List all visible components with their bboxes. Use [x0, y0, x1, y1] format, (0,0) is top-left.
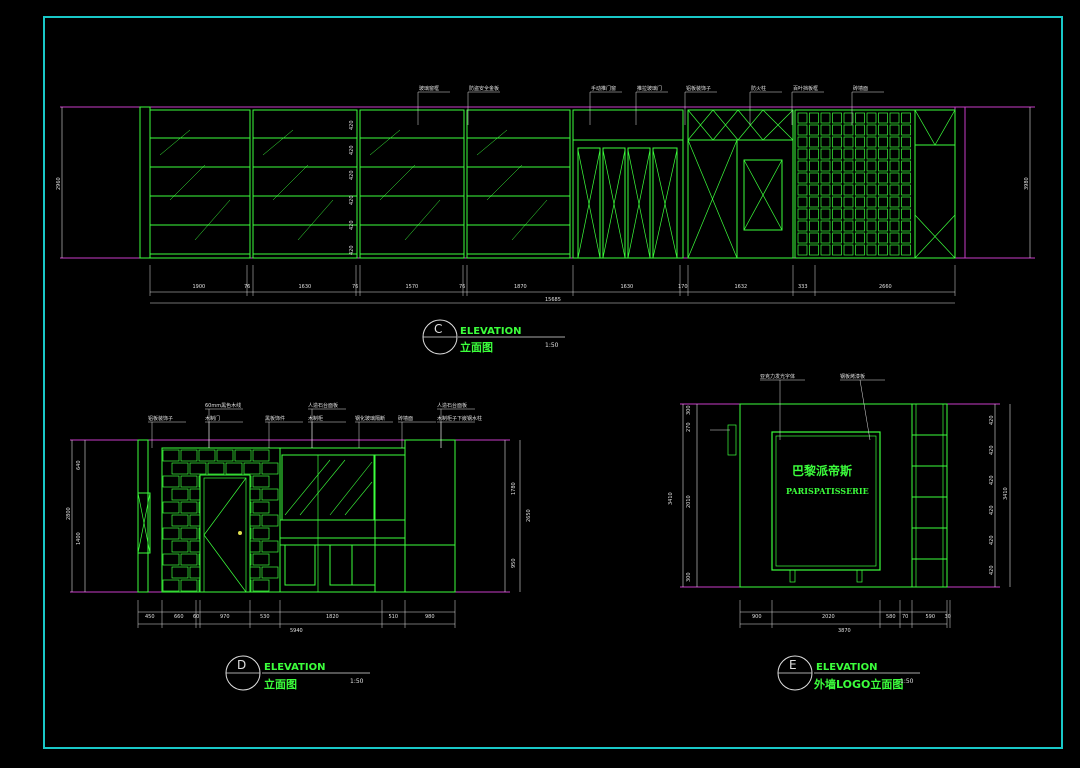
c-panel-dim: 420 [349, 245, 355, 255]
d-title-en: ELEVATION [264, 662, 325, 673]
e-callout-label: 亚克力发光字体 [760, 373, 795, 380]
d-callout-label: 砖墙面 [398, 415, 413, 422]
c-dim-value: 1632 [735, 284, 748, 290]
c-callout-label: 玻璃窗框 [419, 85, 439, 92]
e-dim-value: 70 [902, 614, 908, 620]
e-title-en: ELEVATION [816, 662, 877, 673]
e-letter: E [789, 658, 797, 672]
c-height-right: 3980 [1024, 177, 1030, 190]
d-callout-label: 黑板饰件 [265, 415, 285, 422]
c-title-en: ELEVATION [460, 326, 521, 337]
e-height-right: 3410 [1003, 487, 1009, 500]
e-height-left: 300 [686, 572, 692, 582]
d-height-right: 950 [511, 558, 517, 568]
elevation-d: 640 2800 1400 1780 2650 950 [66, 402, 532, 691]
e-scale: 1:50 [900, 678, 914, 685]
e-dim-value: 900 [752, 614, 762, 620]
e-height-left: 270 [686, 422, 692, 432]
e-logo-cn: 巴黎派帝斯 [792, 463, 852, 478]
e-height-right: 420 [989, 505, 995, 515]
c-callout-label: 百叶挡板框 [793, 85, 818, 92]
e-height-left: 2010 [686, 495, 692, 508]
c-dim-value: 1630 [299, 284, 312, 290]
c-panel-dim: 420 [349, 120, 355, 130]
e-height-left: 300 [686, 405, 692, 415]
d-dim-value: 970 [220, 614, 230, 620]
d-dim-value: 510 [389, 614, 399, 620]
e-title-cn: 外墙LOGO立面图 [813, 677, 903, 691]
e-logo-en: PARISPATISSERIE [786, 486, 869, 496]
e-height-right: 420 [989, 475, 995, 485]
d-dim-value: 530 [260, 614, 270, 620]
c-callout-label: 防火柱 [751, 85, 766, 92]
d-callout-label: 木制柜子下嵌钢水柱 [437, 415, 482, 422]
e-callout-label: 钢板烤漆板 [840, 373, 865, 380]
c-letter: C [434, 322, 442, 336]
c-dim-value: 76 [459, 284, 465, 290]
c-dim-value: 76 [352, 284, 358, 290]
e-dim-value: 580 [886, 614, 896, 620]
c-callout-label: 砖墙面 [853, 85, 868, 92]
e-height-right: 420 [989, 535, 995, 545]
c-scale: 1:50 [545, 342, 559, 349]
c-callout-label: 推拉玻璃门 [637, 85, 662, 92]
c-dim-value: 1870 [514, 284, 527, 290]
d-dim-value: 450 [145, 614, 155, 620]
d-callout-label: 铝板装饰子 [148, 415, 173, 422]
e-height-right: 420 [989, 445, 995, 455]
d-height-right: 2650 [526, 509, 532, 522]
e-height-left: 3410 [668, 492, 674, 505]
c-callout-label: 手动推门窗 [591, 85, 616, 92]
d-title-cn: 立面图 [264, 677, 297, 691]
d-scale: 1:50 [350, 678, 364, 685]
d-height-left: 1400 [76, 532, 82, 545]
d-total-dim: 5940 [290, 628, 303, 634]
d-dim-value: 660 [174, 614, 184, 620]
d-callout-label: 钢化玻璃隔断 [355, 415, 385, 422]
d-callout-label: 木制门 [205, 415, 220, 422]
c-dim-value: 170 [678, 284, 688, 290]
e-height-right: 420 [989, 565, 995, 575]
c-dim-value: 1570 [406, 284, 419, 290]
d-dim-value: 1820 [326, 614, 339, 620]
d-height-right: 1780 [511, 482, 517, 495]
c-callout-label: 铝板装饰子 [686, 85, 711, 92]
e-height-right: 420 [989, 415, 995, 425]
d-height-left: 640 [76, 460, 82, 470]
c-panel-dim: 420 [349, 220, 355, 230]
e-total-dim: 3870 [838, 628, 851, 634]
e-dim-value: 30 [945, 614, 951, 620]
e-dim-value: 2020 [822, 614, 835, 620]
d-height-left: 2800 [66, 507, 72, 520]
c-title-cn: 立面图 [460, 340, 493, 354]
c-dim-value: 1900 [193, 284, 206, 290]
c-dim-value: 333 [798, 284, 808, 290]
c-panel-dim: 420 [349, 195, 355, 205]
sheet-border [43, 16, 1063, 749]
d-callout-label: 人造石台面板 [308, 402, 338, 409]
c-panel-dim: 420 [349, 170, 355, 180]
e-dim-value: 590 [926, 614, 936, 620]
d-callout-label: 人造石台面板 [437, 402, 467, 409]
elevation-c: 2960 3980 [56, 85, 1035, 355]
c-callout-label: 防盗安全金板 [469, 85, 499, 92]
d-callout-label: 木制柜 [308, 415, 323, 422]
c-height-left: 2960 [56, 177, 62, 190]
d-callout-label: 60mm黑色木线 [205, 402, 241, 409]
c-panel-dim: 420 [349, 145, 355, 155]
c-total-dim: 15685 [545, 297, 561, 303]
c-dim-value: 2660 [879, 284, 892, 290]
d-dim-value: 980 [425, 614, 435, 620]
d-letter: D [237, 658, 246, 672]
c-dim-value: 1630 [621, 284, 634, 290]
